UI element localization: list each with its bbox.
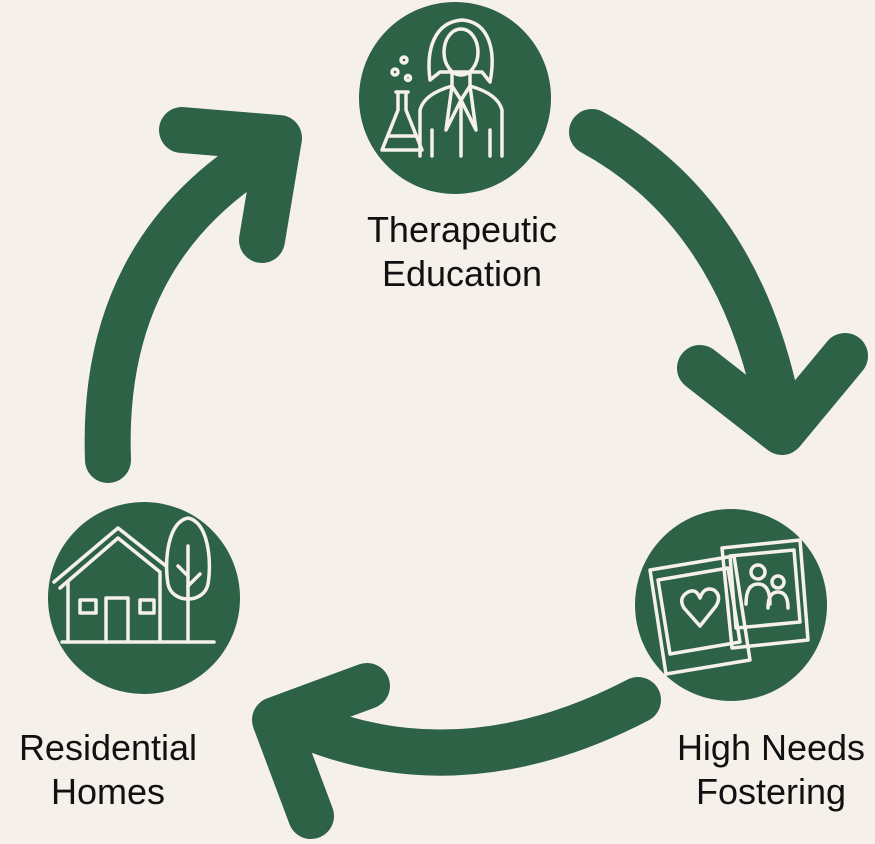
arrow-residential-to-education [84, 107, 302, 483]
label-high-needs-fostering-line-2: Fostering [695, 771, 847, 812]
label-therapeutic-education-line-1: Therapeutic [366, 209, 558, 250]
label-residential-homes: Residential Homes [8, 726, 208, 814]
house-and-tree-icon [52, 516, 216, 644]
photo-frames-icon [648, 538, 810, 676]
label-high-needs-fostering: High Needs Fostering [668, 726, 874, 814]
arrow-education-to-fostering [569, 109, 868, 455]
scientist-with-flask-icon [380, 18, 504, 158]
label-high-needs-fostering-line-1: High Needs [676, 727, 866, 768]
arrow-fostering-to-residential [252, 663, 661, 839]
label-therapeutic-education: Therapeutic Education [352, 208, 572, 296]
node-circle-residential-homes [48, 502, 240, 694]
label-residential-homes-line-1: Residential [18, 727, 198, 768]
label-therapeutic-education-line-2: Education [381, 253, 543, 294]
label-residential-homes-line-2: Homes [50, 771, 166, 812]
